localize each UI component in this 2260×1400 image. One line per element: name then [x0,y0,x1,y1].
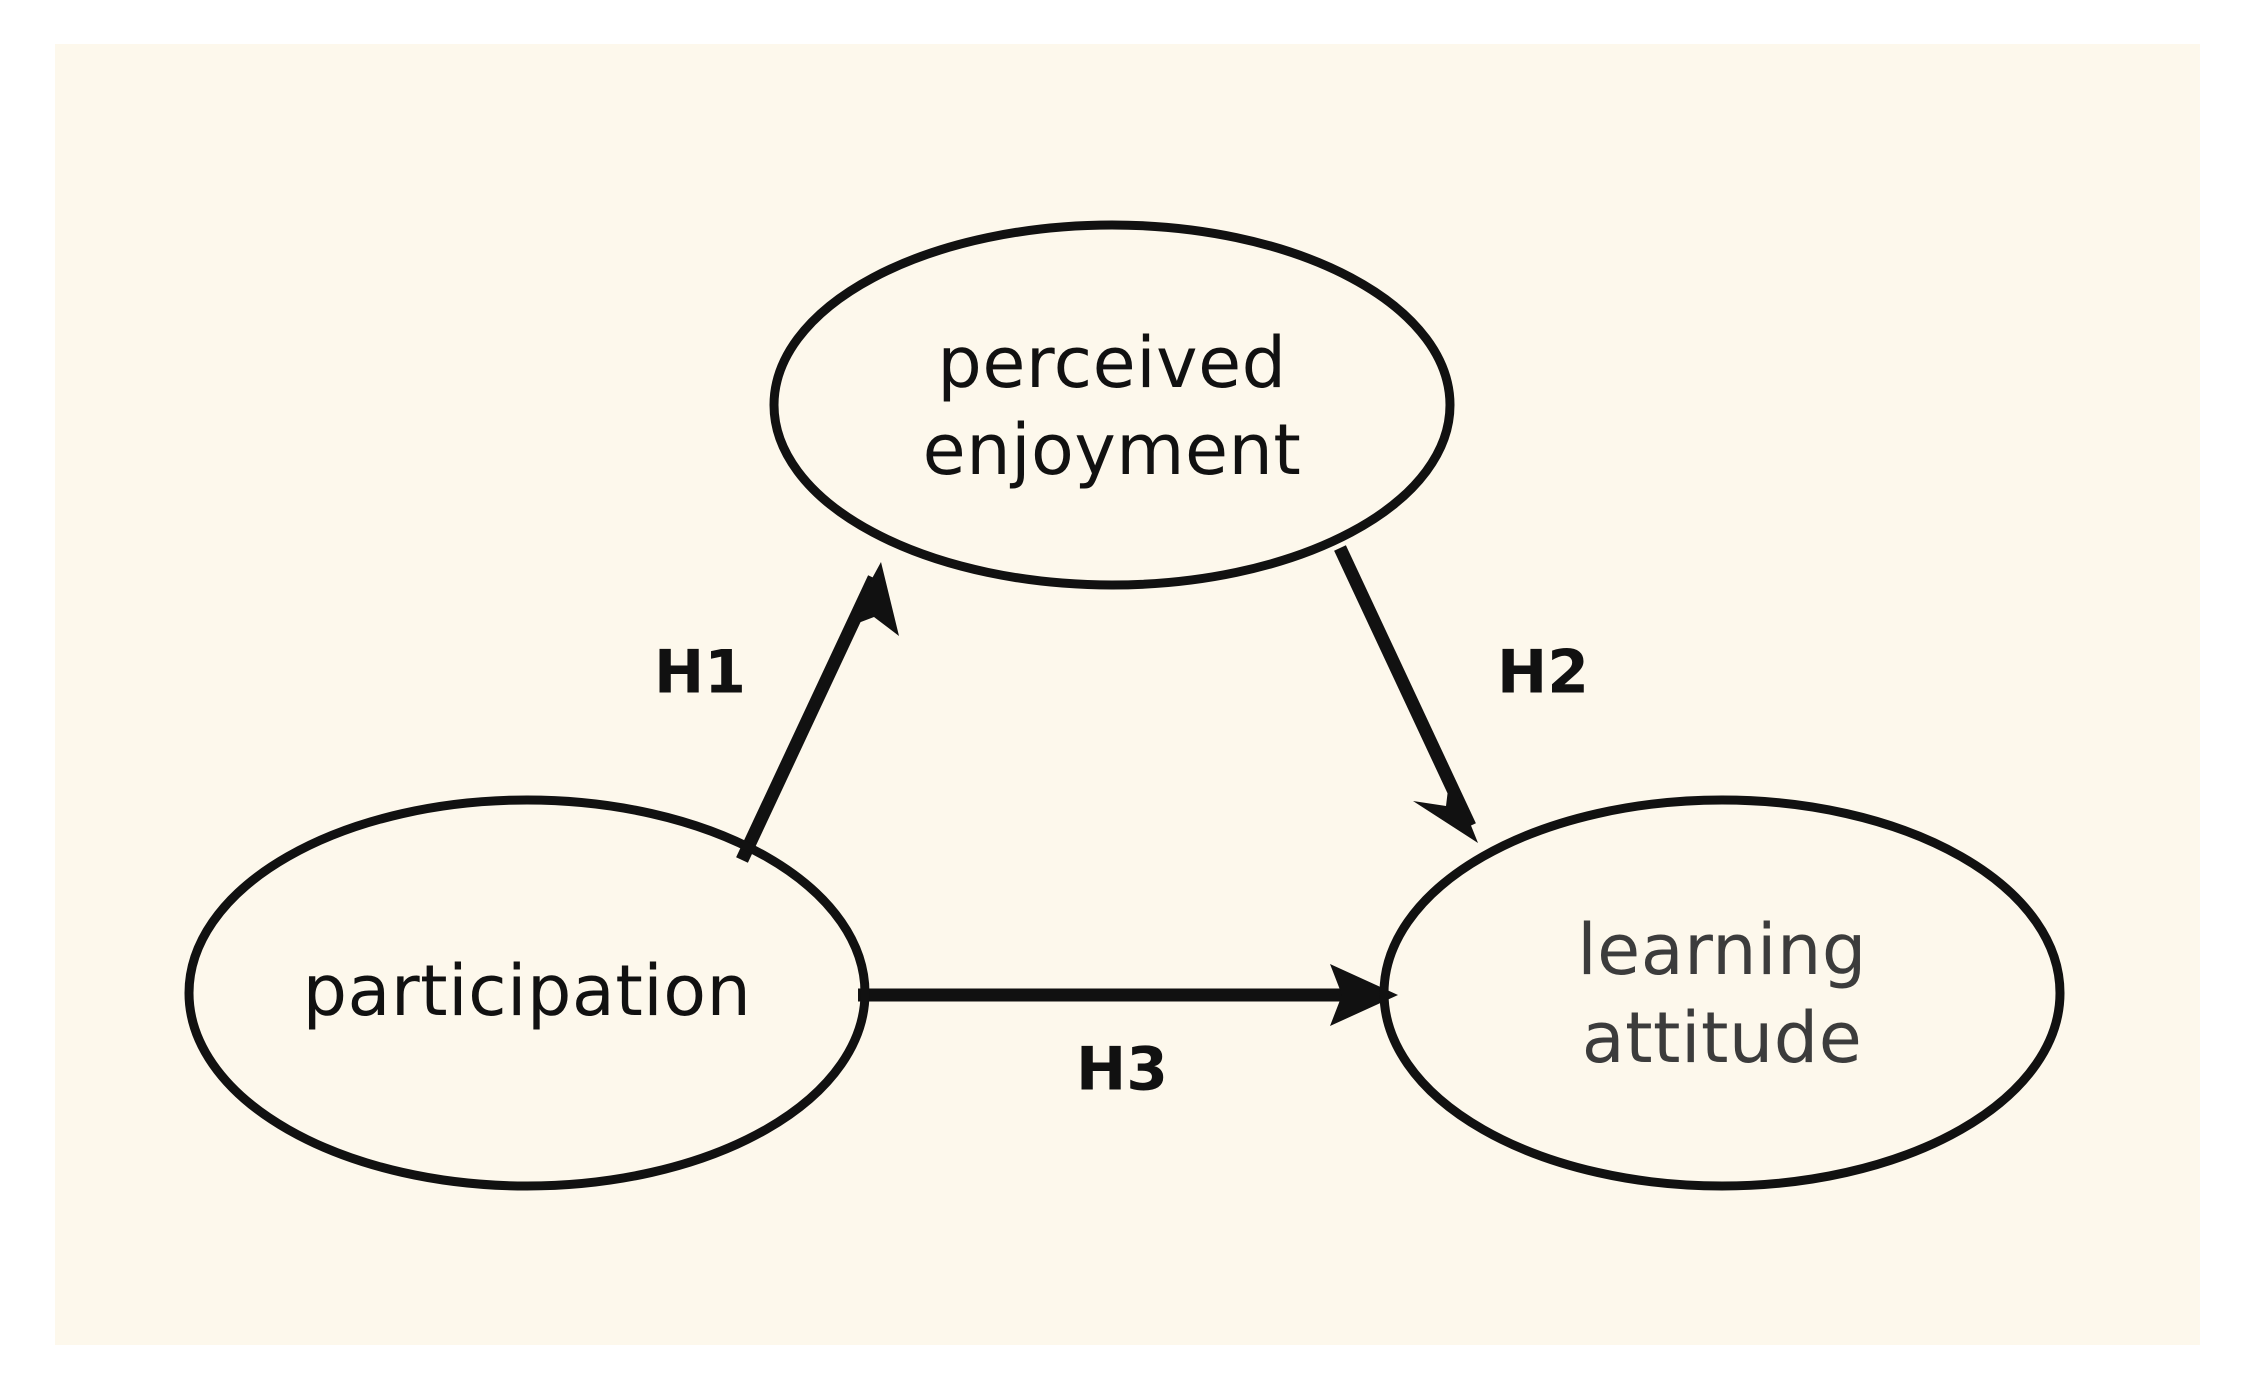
edge-h1-arrowhead [845,562,899,636]
node-participation[interactable]: participation [184,795,870,1191]
node-perceived-enjoyment-shape [769,220,1455,590]
edge-h2[interactable]: H2 [1334,545,1589,843]
node-participation-label-line1: participation [303,950,752,1032]
node-learning-attitude-label-line1: learning [1577,909,1867,991]
edge-h3-arrowhead [1330,964,1398,1026]
node-perceived-enjoyment-label-line1: perceived [937,322,1286,404]
figure-background-panel [55,44,2200,1345]
edge-h2-label: H2 [1497,638,1589,708]
edge-h2-line [1334,545,1476,829]
node-learning-attitude[interactable]: learning attitude [1379,795,2065,1191]
edge-h3[interactable]: H3 [858,964,1398,1105]
edge-h2-arrowhead [1413,773,1478,843]
node-participation-shape [184,795,870,1191]
node-learning-attitude-shape [1379,795,2065,1191]
edge-h3-label: H3 [1076,1035,1168,1105]
node-perceived-enjoyment[interactable]: perceived enjoyment [769,220,1455,590]
node-perceived-enjoyment-label-line2: enjoyment [923,409,1302,491]
edge-h1-label: H1 [654,638,746,708]
node-learning-attitude-label-line2: attitude [1582,997,1863,1079]
edge-h1[interactable]: H1 [654,562,899,863]
